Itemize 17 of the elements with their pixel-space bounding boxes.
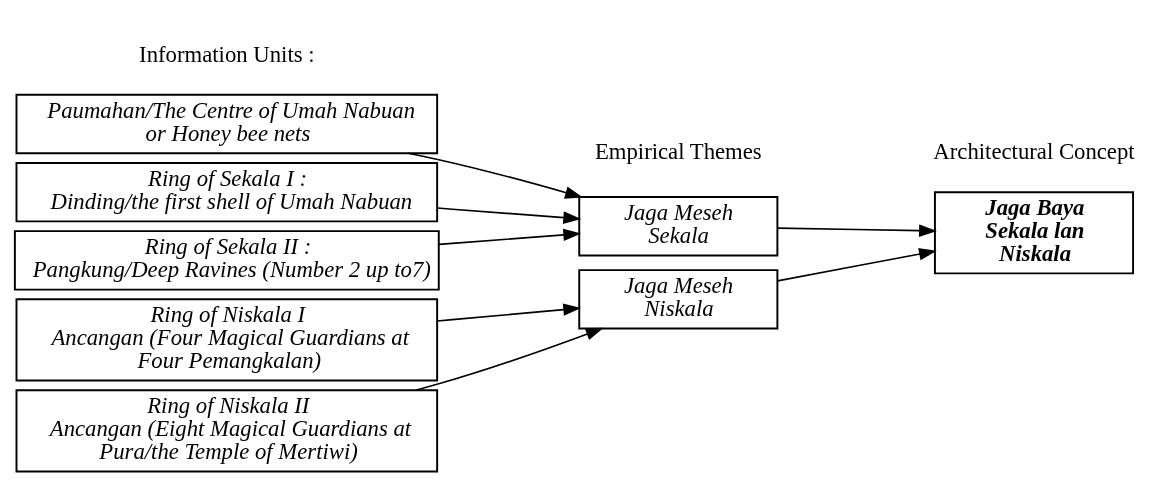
node-box: Jaga Meseh Niskala <box>578 269 779 330</box>
node-box: Paumahan/The Centre of Umah Nabuan or Honey bee nets <box>15 93 439 155</box>
label: Information Units : <box>139 41 315 67</box>
node-box: Jaga Baya Sekala lan Niskala <box>933 191 1135 275</box>
arrow <box>436 207 582 224</box>
arrow <box>436 303 582 322</box>
arrow <box>776 247 937 282</box>
arrow <box>407 152 583 199</box>
label: Empirical Themes <box>594 139 762 165</box>
node-box: Jaga Meseh Sekala <box>578 196 779 257</box>
node-box: Ring of Sekala II : Pangkung/Deep Ravines (Number 2 up to7) <box>13 230 440 291</box>
arrow <box>776 224 937 237</box>
node-box: Ring of Sekala I : Dinding/the first shell of Umah Nabuan <box>15 161 439 223</box>
arrow <box>437 228 582 246</box>
node-box: Ring of Niskala II Ancangan (Eight Magical Guardians at Pura/the Temple of Mertiwi) <box>15 389 439 473</box>
node-box: Ring of Niskala I Ancangan (Four Magical Guardians at Four Pemangkalan) <box>15 298 439 382</box>
label: Architectural Concept <box>933 139 1135 165</box>
